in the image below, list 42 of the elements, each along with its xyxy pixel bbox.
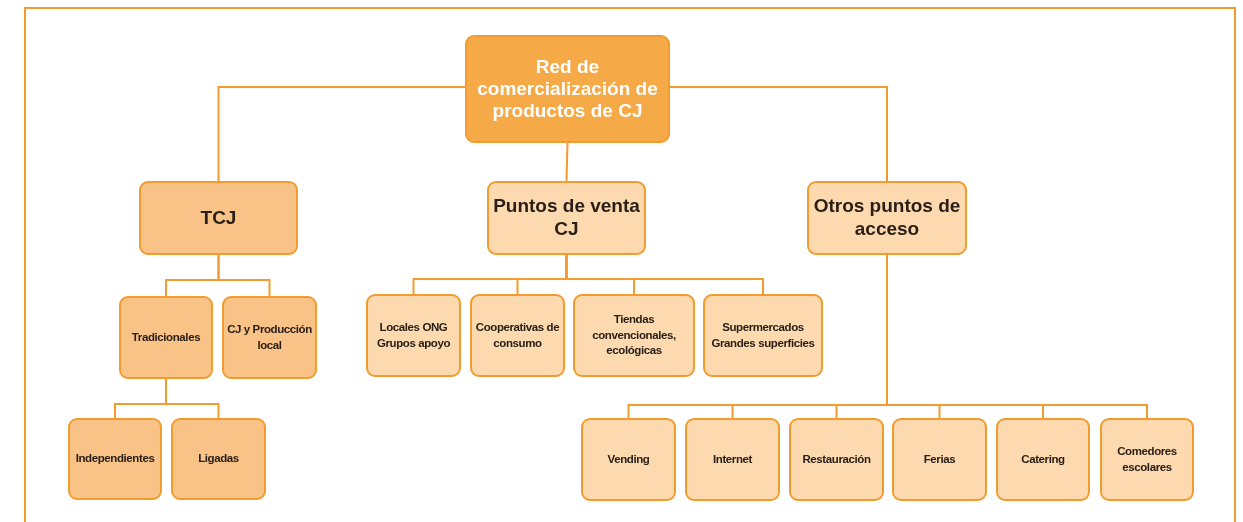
org-box	[789, 418, 884, 501]
connector-line	[217, 86, 466, 182]
box-label: Catering	[1020, 451, 1066, 467]
connector-line	[669, 86, 888, 182]
org-box	[470, 294, 565, 377]
org-box	[685, 418, 780, 501]
org-box	[171, 418, 266, 500]
org-box	[487, 181, 646, 255]
org-box	[581, 418, 676, 501]
org-box	[119, 296, 213, 379]
box-label: Ferias	[922, 451, 957, 467]
connector-line	[165, 378, 220, 419]
box-label: Tiendas convencionales, ecológicas	[591, 312, 677, 359]
org-box	[703, 294, 823, 377]
box-label: Restauración	[801, 451, 872, 467]
org-box	[892, 418, 987, 501]
org-box	[222, 296, 317, 379]
box-label: Red de comercialización de productos de CJ	[476, 56, 659, 122]
connector-line	[217, 254, 271, 297]
org-box	[465, 35, 670, 143]
box-label: Internet	[712, 451, 753, 467]
org-box	[996, 418, 1090, 501]
box-label: Supermercados Grandes superficies	[710, 320, 816, 351]
org-box	[807, 181, 967, 255]
connector-line	[565, 142, 569, 182]
box-label: Cooperativas de consumo	[474, 320, 561, 351]
org-box	[366, 294, 461, 377]
org-box	[573, 294, 695, 377]
org-box	[1100, 418, 1194, 501]
box-label: Comedores escolares	[1116, 444, 1178, 475]
box-label: Vending	[606, 451, 651, 467]
box-label: Tradicionales	[130, 329, 202, 345]
box-label: Puntos de venta CJ	[492, 195, 641, 241]
connector-line	[565, 254, 764, 295]
org-box	[68, 418, 162, 500]
box-label: Ligadas	[197, 451, 240, 467]
org-box	[139, 181, 298, 255]
box-label: Otros puntos de acceso	[812, 195, 962, 241]
box-label: CJ y Producción local	[226, 322, 313, 353]
box-label: Independientes	[74, 451, 156, 467]
box-label: Locales ONG Grupos apoyo	[375, 320, 452, 351]
box-label: TCJ	[200, 206, 237, 230]
